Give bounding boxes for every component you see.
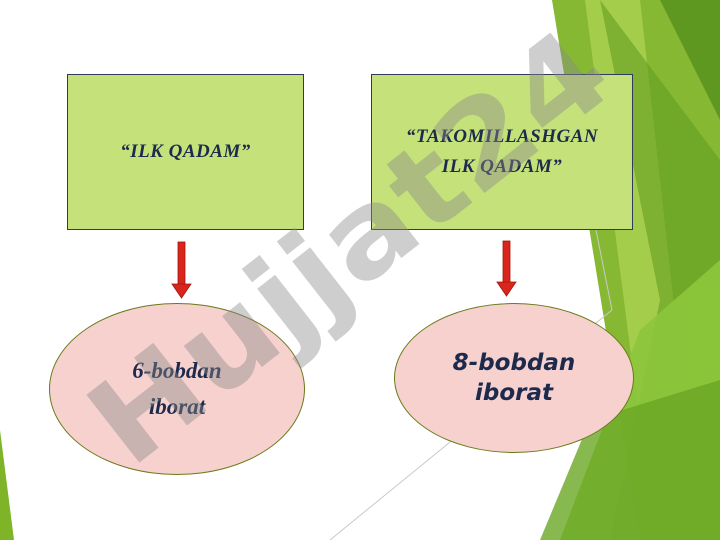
box-takomillashgan-label: “TAKOMILLASHGAN ILK QADAM” — [405, 126, 599, 177]
ellipse-8-bobdan: 8-bobdan iborat — [394, 303, 634, 453]
ellipse-6-bobdan-label: 6-bobdan iborat — [132, 358, 222, 419]
ellipse-8-bobdan-label: 8-bobdan iborat — [452, 350, 576, 406]
box-ilk-qadam-label: “ILK QADAM” — [120, 141, 251, 162]
down-arrow-right — [496, 240, 517, 297]
box-ilk-qadam: “ILK QADAM” — [67, 74, 304, 230]
down-arrow-left — [171, 241, 192, 299]
box-takomillashgan-ilk-qadam: “TAKOMILLASHGAN ILK QADAM” — [371, 74, 633, 230]
ellipse-6-bobdan: 6-bobdan iborat — [49, 303, 305, 475]
